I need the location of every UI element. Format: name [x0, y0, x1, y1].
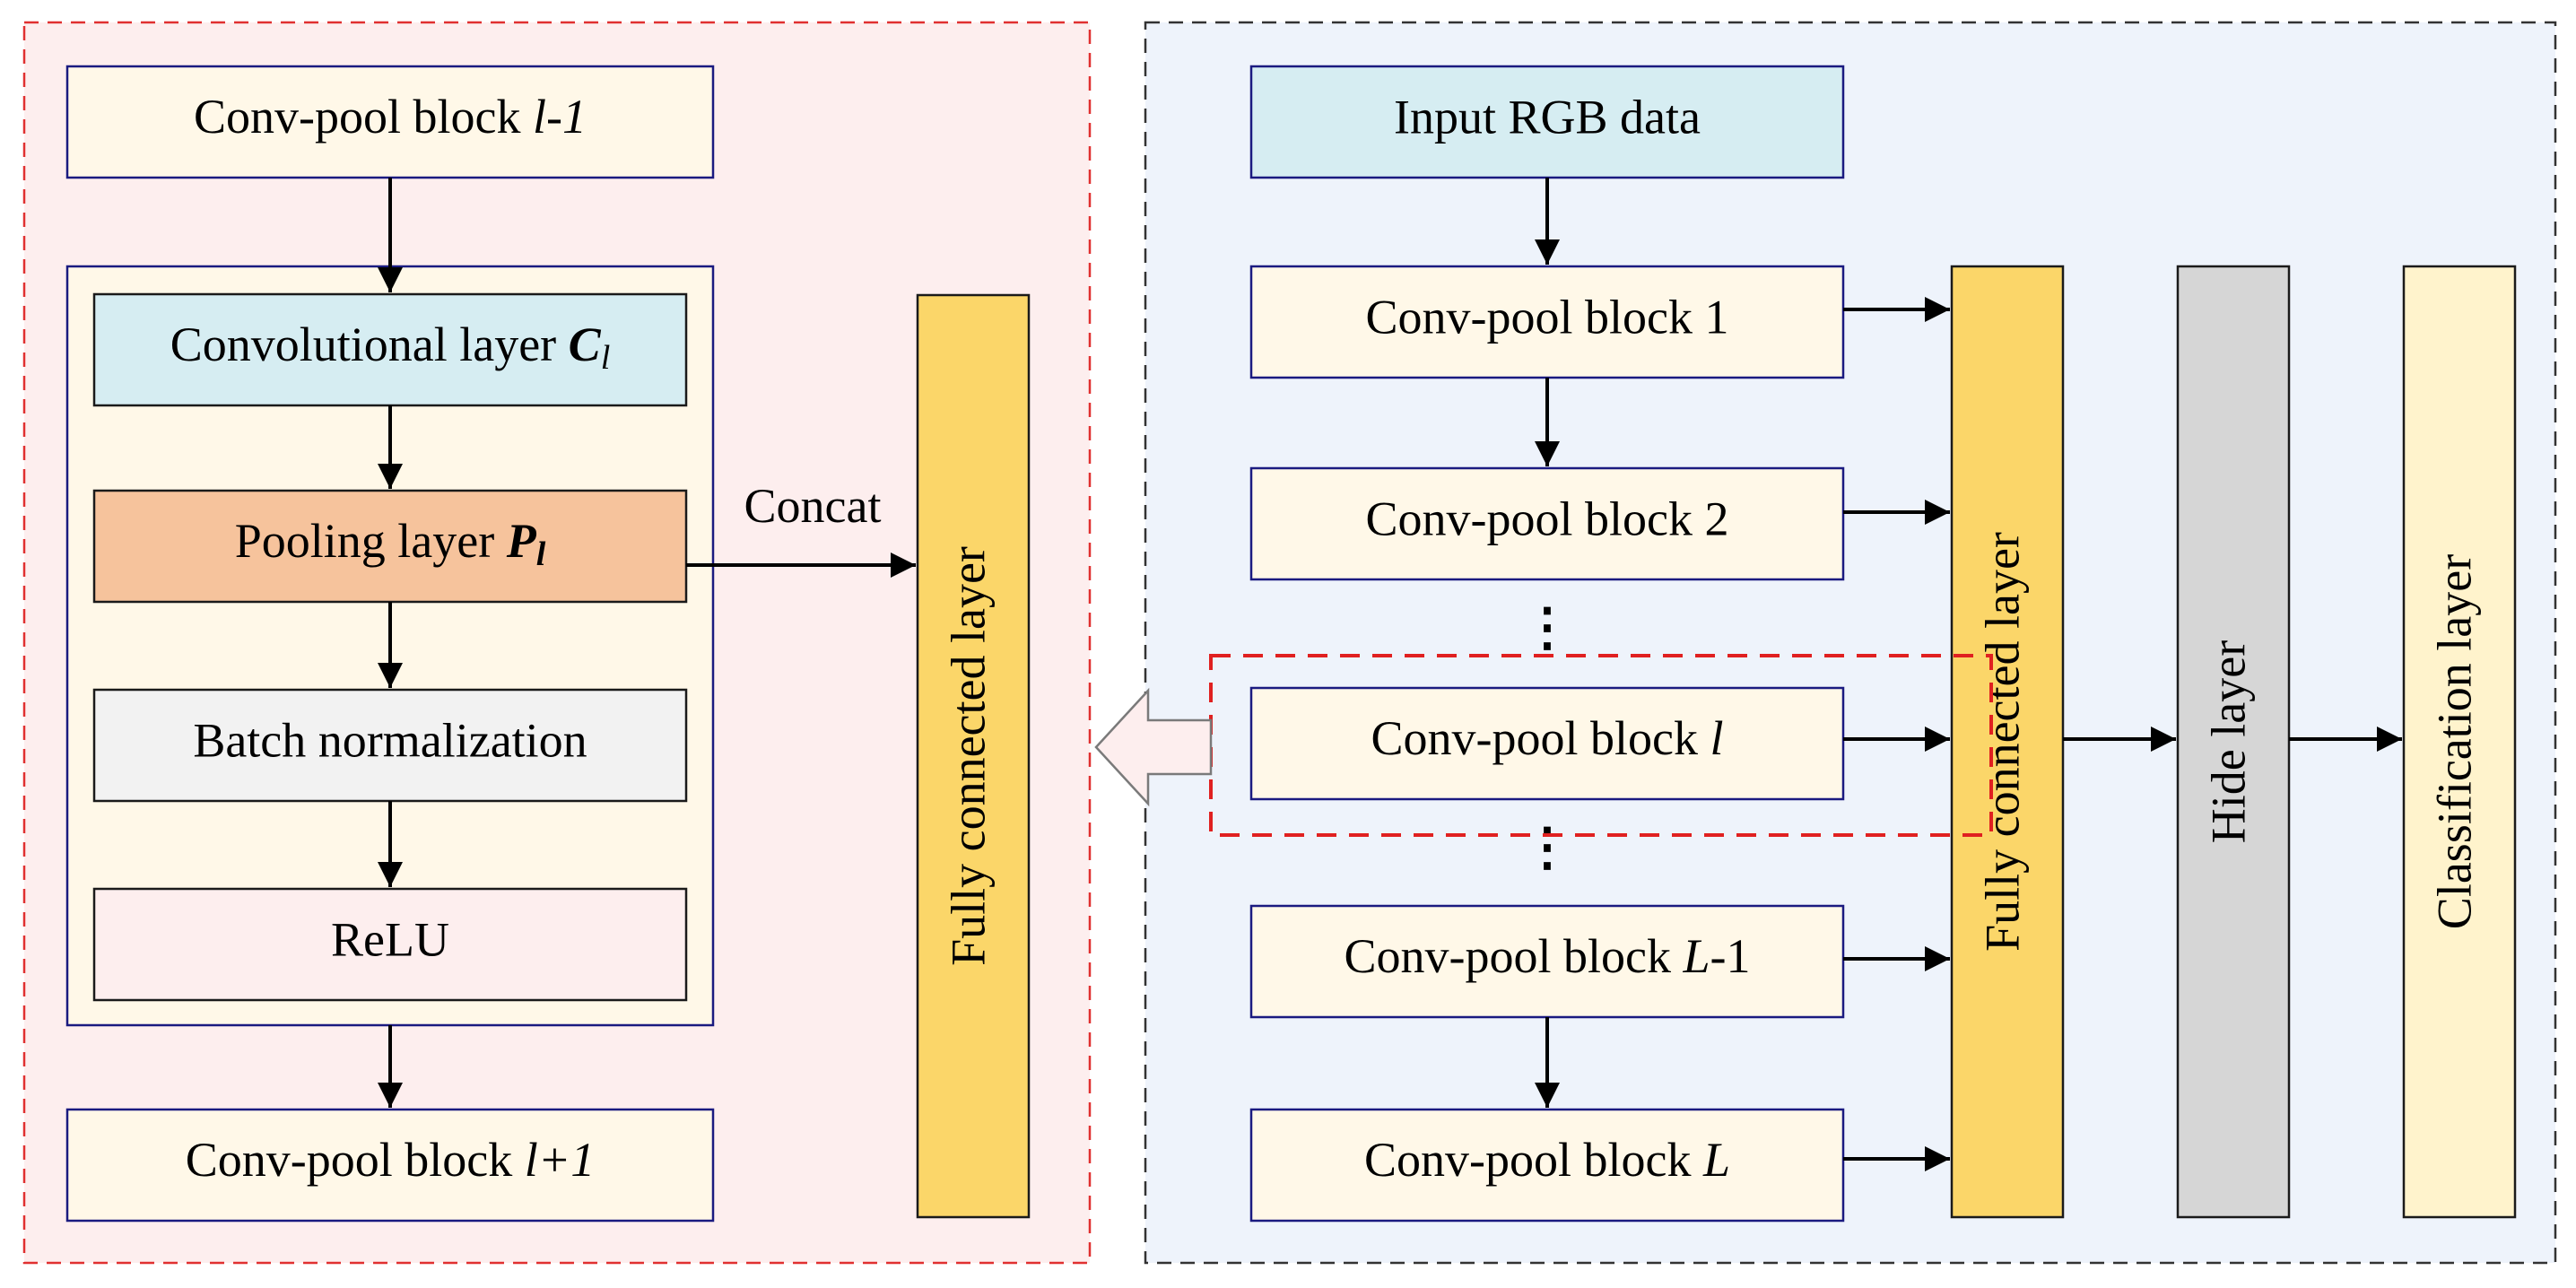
block-l-minus-1: Conv-pool block l-1 — [65, 65, 715, 179]
batch-normalization: Batch normalization — [92, 688, 688, 803]
highlight-block-l — [1209, 654, 1993, 837]
right-panel-frame — [1144, 21, 2557, 1265]
relu-layer: ReLU — [92, 887, 688, 1002]
svg-text:Hide layer: Hide layer — [2201, 640, 2255, 843]
left-fully-connected-layer: Fully connected layer — [916, 293, 1031, 1219]
expand-arrow — [1094, 687, 1213, 807]
svg-text:Conv-pool block l: Conv-pool block l — [1371, 711, 1724, 765]
conv-pool-block-2: Conv-pool block 2 — [1249, 466, 1845, 581]
block-l-plus-1: Conv-pool block l+1 — [65, 1108, 715, 1223]
left-panel: Conv-pool block l-1 Convolutional layer … — [22, 21, 1092, 1265]
svg-text:Pooling layer Pl: Pooling layer Pl — [235, 514, 546, 572]
svg-text:Input RGB data: Input RGB data — [1394, 90, 1701, 144]
conv-pool-block-1: Conv-pool block 1 — [1249, 265, 1845, 379]
conv-pool-block-L: Conv-pool block L — [1249, 1108, 1845, 1223]
right-fully-connected-layer: Fully connected layer — [1950, 265, 2065, 1219]
convolutional-layer: Convolutional layer Cl — [92, 292, 688, 407]
conv-pool-block-L-minus-1: Conv-pool block L-1 — [1249, 904, 1845, 1019]
svg-text:Classification layer: Classification layer — [2427, 554, 2481, 929]
svg-text:Conv-pool block l-1: Conv-pool block l-1 — [194, 90, 587, 144]
svg-text:Convolutional layer Cl: Convolutional layer Cl — [170, 318, 611, 376]
svg-text:Conv-pool block 2: Conv-pool block 2 — [1366, 492, 1729, 545]
hide-layer: Hide layer — [2176, 265, 2291, 1219]
conv-pool-block-l: Conv-pool block l — [1249, 686, 1845, 801]
concat-label: Concat — [744, 479, 882, 533]
svg-text:Batch normalization: Batch normalization — [193, 713, 587, 767]
ellipsis-lower: ⋮ — [1521, 817, 1573, 875]
svg-text:Fully connected layer: Fully connected layer — [941, 546, 995, 966]
svg-text:Conv-pool block L: Conv-pool block L — [1364, 1133, 1730, 1187]
svg-text:ReLU: ReLU — [331, 912, 449, 966]
classification-layer: Classification layer — [2402, 265, 2517, 1219]
svg-text:Conv-pool block l+1: Conv-pool block l+1 — [186, 1133, 595, 1187]
pooling-layer: Pooling layer Pl — [92, 489, 688, 604]
ellipsis-upper: ⋮ — [1521, 597, 1573, 656]
right-arrows — [1535, 178, 2402, 1171]
svg-text:Conv-pool block L-1: Conv-pool block L-1 — [1344, 929, 1750, 983]
input-rgb-data: Input RGB data — [1249, 65, 1845, 179]
svg-text:Fully connected layer: Fully connected layer — [1975, 532, 2029, 952]
left-arrows — [378, 178, 916, 1108]
svg-text:Conv-pool block 1: Conv-pool block 1 — [1366, 290, 1729, 344]
right-panel: Input RGB data Conv-pool block 1 Conv-po… — [1094, 21, 2557, 1265]
